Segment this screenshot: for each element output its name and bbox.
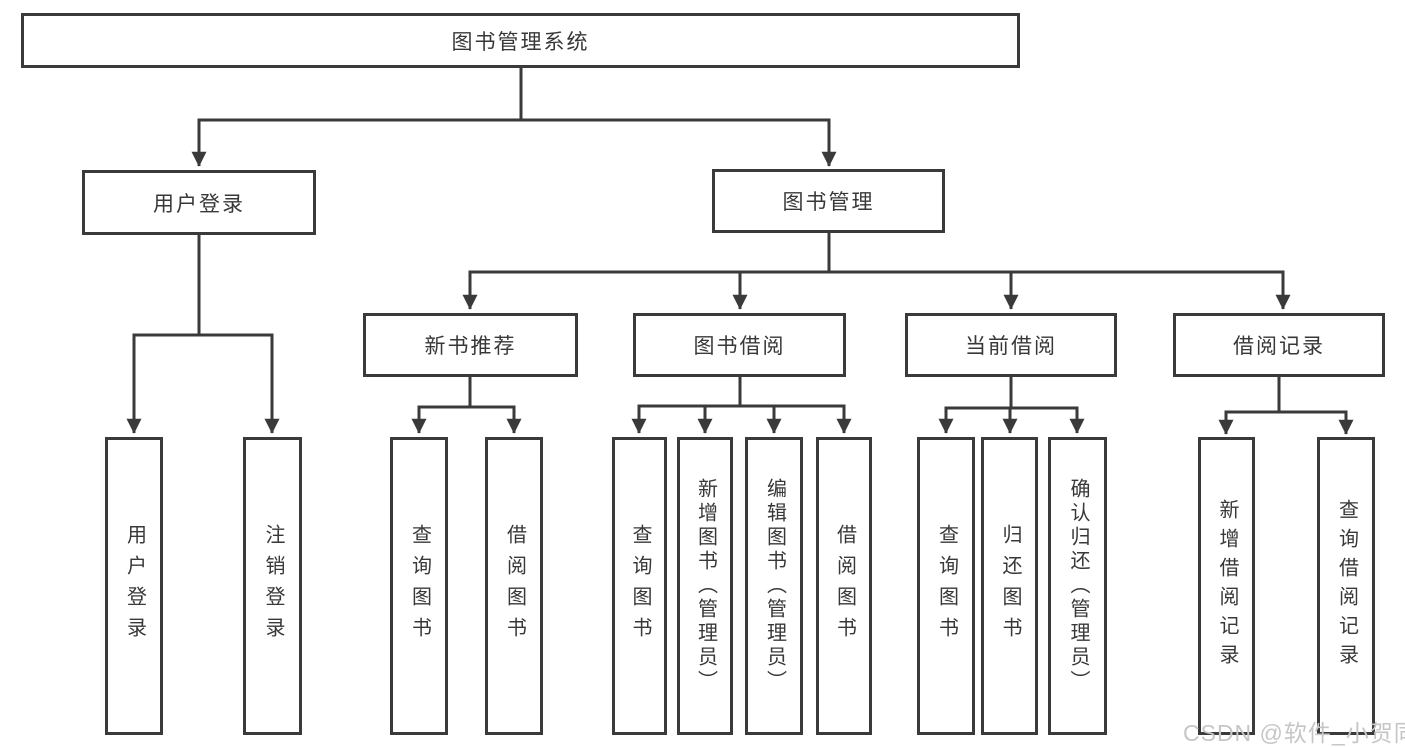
node-user-login: 用户登录	[82, 170, 316, 235]
node-leaf-edit-book-admin: 编辑图书（管理员）	[745, 437, 803, 735]
leaf-label: 查询图书	[629, 524, 651, 648]
node-book-management: 图书管理	[712, 169, 945, 233]
node-leaf-borrow-books: 借阅图书	[816, 437, 872, 735]
leaf-label: 新增借阅记录	[1216, 499, 1238, 673]
connector-arrows	[126, 120, 1354, 435]
leaf-label: 查询借阅记录	[1335, 499, 1358, 673]
leaf-label: 查询图书	[935, 524, 958, 648]
connector-stems	[197, 68, 1281, 414]
node-current-borrowing: 当前借阅	[905, 313, 1117, 377]
node-leaf-borrow-books-recommend: 借阅图书	[485, 437, 543, 735]
leaf-label: 借阅图书	[833, 524, 856, 648]
leaf-label: 用户登录	[123, 524, 146, 648]
leaf-label: 编辑图书（管理员）	[763, 478, 786, 694]
node-leaf-query-borrow-record: 查询借阅记录	[1317, 437, 1375, 735]
csdn-watermark: CSDN @软件_小贺同学	[1183, 720, 1405, 746]
node-book-borrowing: 图书借阅	[633, 313, 846, 377]
node-leaf-return-books: 归还图书	[981, 437, 1038, 735]
leaf-label: 新增图书（管理员）	[694, 478, 717, 694]
leaf-label: 归还图书	[999, 524, 1021, 648]
node-library-management-system: 图书管理系统	[21, 13, 1020, 68]
node-leaf-confirm-return-admin: 确认归还（管理员）	[1048, 437, 1107, 735]
leaf-label: 借阅图书	[503, 524, 526, 648]
node-leaf-query-books-borrowing: 查询图书	[612, 437, 667, 735]
leaf-label: 注销登录	[262, 524, 284, 648]
node-new-book-recommendation: 新书推荐	[363, 313, 578, 377]
node-leaf-add-book-admin: 新增图书（管理员）	[677, 437, 733, 735]
leaf-label: 确认归还（管理员）	[1067, 478, 1089, 694]
node-leaf-query-books-current: 查询图书	[917, 437, 975, 735]
node-leaf-user-login: 用户登录	[105, 437, 163, 735]
node-leaf-add-borrow-record: 新增借阅记录	[1198, 437, 1255, 735]
node-leaf-query-books-recommend: 查询图书	[390, 437, 448, 735]
node-borrowing-records: 借阅记录	[1173, 313, 1385, 377]
leaf-label: 查询图书	[408, 524, 431, 648]
node-leaf-logout: 注销登录	[243, 437, 302, 735]
